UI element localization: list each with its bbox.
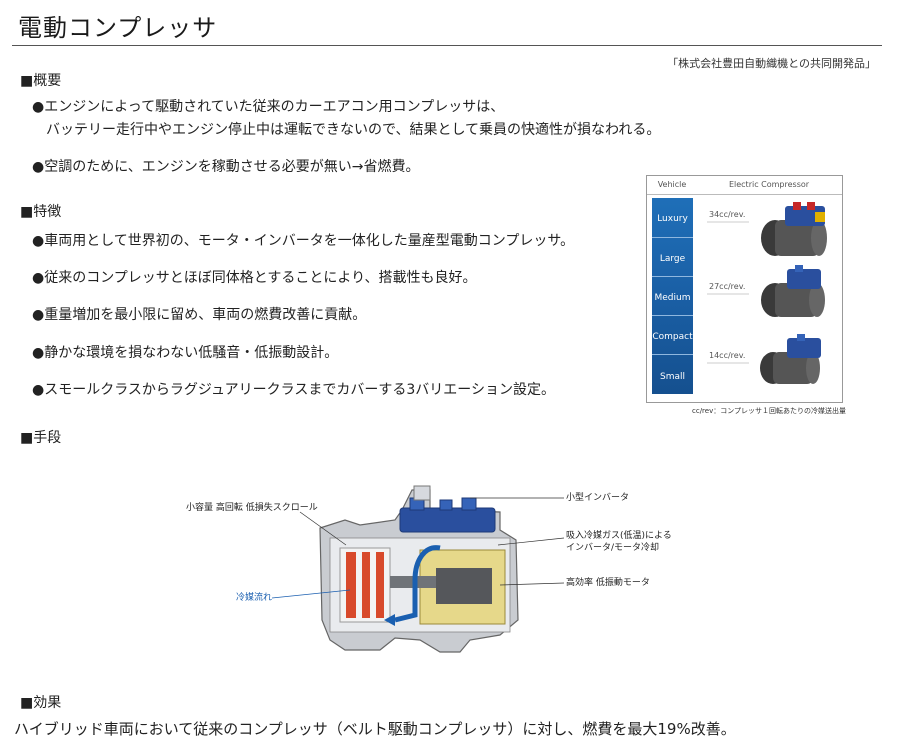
class-compact: Compact bbox=[652, 332, 693, 342]
effect-text: ハイブリッド車両において従来のコンプレッサ（ベルト駆動コンプレッサ）に対し、燃費… bbox=[14, 720, 736, 738]
class-small: Small bbox=[660, 372, 685, 382]
motor-section bbox=[419, 549, 506, 625]
effect-heading: ■効果 bbox=[20, 695, 62, 711]
flow-label: 冷媒流れ bbox=[236, 593, 273, 603]
vehicle-class-bar: Luxury Large Medium Compact Small bbox=[652, 198, 693, 394]
motor-label: 高効率 低振動モータ bbox=[566, 578, 650, 588]
displacement-34: 34cc/rev. bbox=[709, 210, 746, 219]
credit-note: 「株式会社豊田自動織機との共同開発品」 bbox=[667, 57, 876, 70]
variants-panel: Vehicle Electric Compressor Luxury Large… bbox=[646, 175, 843, 403]
page-title: 電動コンプレッサ bbox=[18, 14, 218, 42]
housing-shape bbox=[319, 489, 519, 653]
class-separator bbox=[652, 237, 693, 238]
class-large: Large bbox=[659, 254, 686, 264]
features-bullet-2: ●従来のコンプレッサとほぼ同体格とすることにより、搭載性も良好。 bbox=[32, 270, 477, 286]
panel-header-rule bbox=[647, 194, 842, 195]
compressor-27-image bbox=[761, 265, 825, 317]
features-bullet-4: ●静かな環境を損なわない低騒音・低振動設計。 bbox=[32, 345, 339, 361]
cooling-label-2: インバータ/モータ冷却 bbox=[566, 543, 660, 553]
compressor-14-image bbox=[760, 334, 821, 384]
panel-caption: cc/rev：コンプレッサ１回転あたりの冷媒送出量 bbox=[692, 407, 847, 415]
features-bullet-3: ●重量増加を最小限に留め、車両の燃費改善に貢献。 bbox=[32, 307, 367, 323]
vehicle-column-header: Vehicle bbox=[657, 180, 687, 189]
displacement-27: 27cc/rev. bbox=[709, 282, 746, 291]
compressor-images bbox=[707, 202, 827, 384]
scroll-label: 小容量 高回転 低損失スクロール bbox=[186, 503, 318, 513]
cooling-label-1: 吸入冷媒ガス(低温)による bbox=[566, 531, 672, 541]
means-heading: ■手段 bbox=[20, 430, 62, 446]
features-heading: ■特徴 bbox=[20, 204, 62, 220]
class-luxury: Luxury bbox=[657, 214, 688, 224]
features-bullet-1: ●車両用として世界初の、モータ・インバータを一体化した量産型電動コンプレッサ。 bbox=[32, 233, 575, 249]
class-separator bbox=[652, 354, 693, 355]
features-bullet-5: ●スモールクラスからラグジュアリークラスまでカバーする3バリエーション設定。 bbox=[32, 382, 556, 398]
inverter-label: 小型インバータ bbox=[566, 493, 630, 503]
compressor-34-image bbox=[761, 202, 827, 256]
overview-bullet-1-cont: バッテリー走行中やエンジン停止中は運転できないので、結果として乗員の快適性が損な… bbox=[46, 122, 661, 138]
overview-heading: ■概要 bbox=[20, 73, 62, 89]
title-divider bbox=[12, 45, 882, 46]
scroll-section bbox=[339, 547, 391, 623]
displacement-14: 14cc/rev. bbox=[709, 351, 746, 360]
inverter-shape bbox=[399, 507, 496, 533]
overview-bullet-2: ●空調のために、エンジンを稼動させる必要が無い→省燃費。 bbox=[32, 159, 420, 175]
overview-bullet-1: ●エンジンによって駆動されていた従来のカーエアコン用コンプレッサは、 bbox=[32, 99, 505, 115]
class-medium: Medium bbox=[654, 293, 691, 303]
compressor-column-header: Electric Compressor bbox=[728, 180, 810, 189]
class-separator bbox=[652, 276, 693, 277]
class-separator bbox=[652, 315, 693, 316]
